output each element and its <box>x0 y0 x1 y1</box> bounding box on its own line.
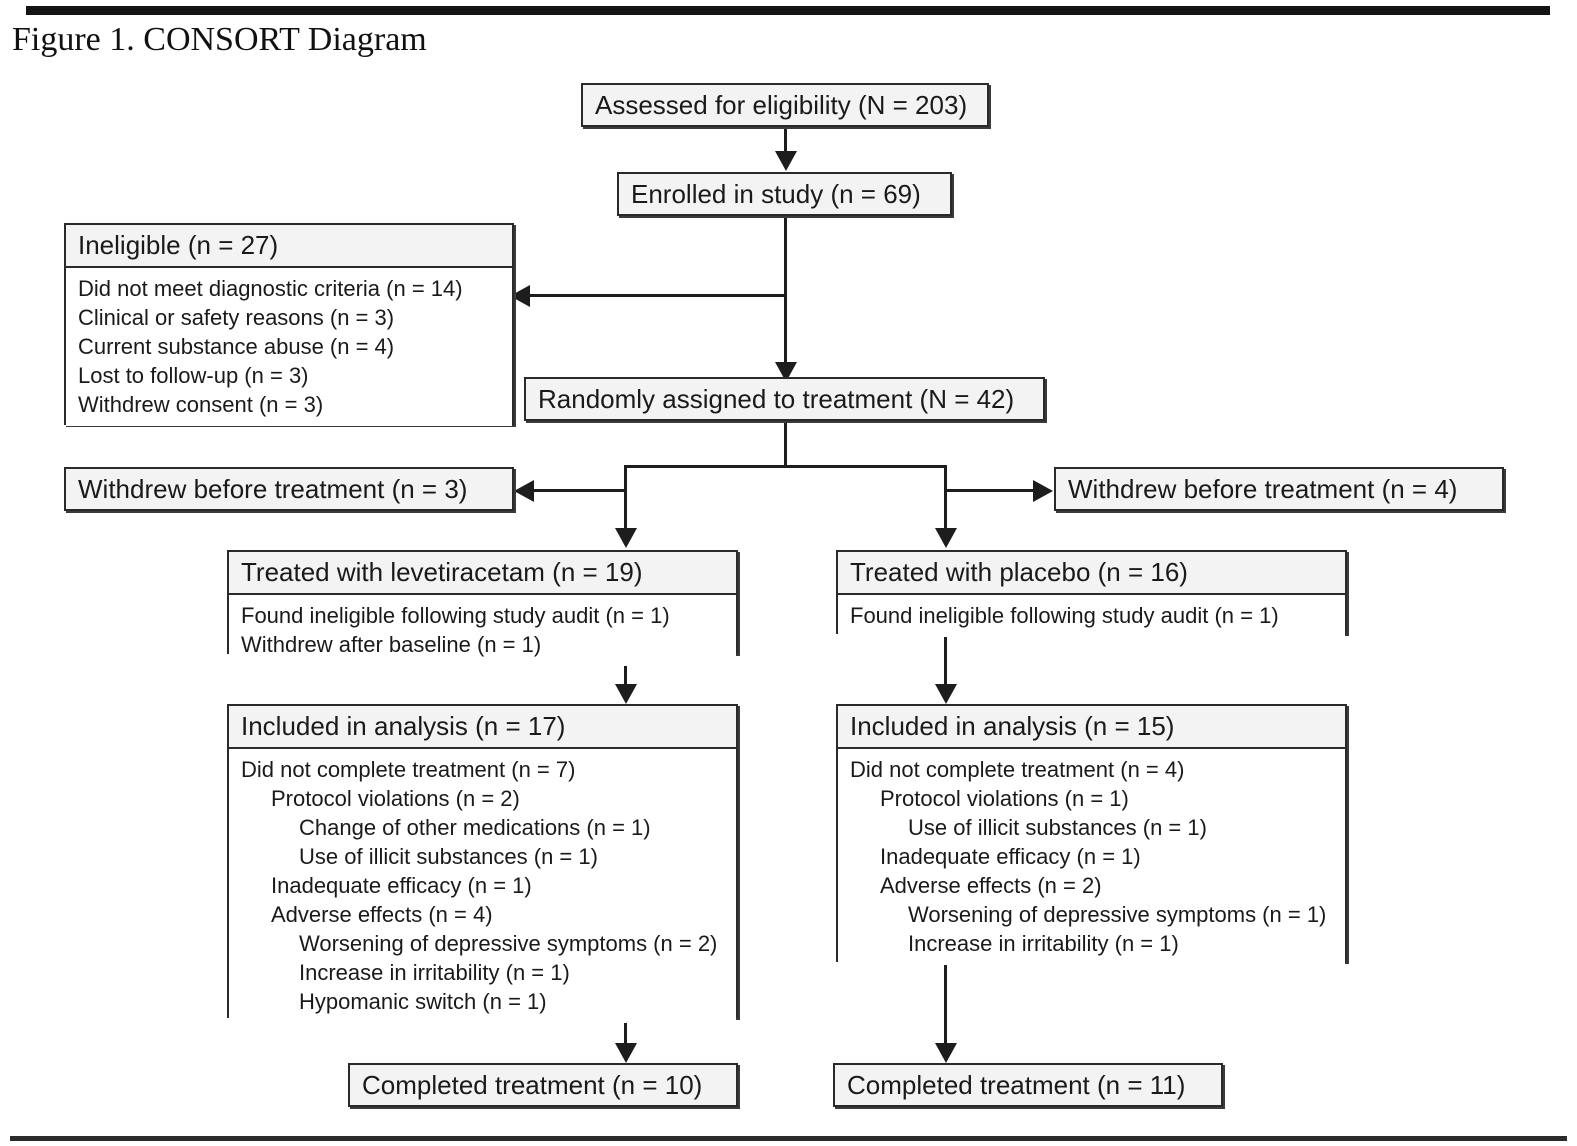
list-item: Use of illicit substances (n = 1) <box>299 844 598 869</box>
node-analysis-pbo-body: Did not complete treatment (n = 4) Proto… <box>838 749 1345 965</box>
list-item: Inadequate efficacy (n = 1) <box>271 873 532 898</box>
connector-pbo-to-completed <box>944 962 947 1047</box>
node-randomly-assigned[interactable]: Randomly assigned to treatment (N = 42) <box>524 377 1045 421</box>
list-item: Did not meet diagnostic criteria (n = 14… <box>78 276 463 301</box>
node-included-in-analysis-placebo[interactable]: Included in analysis (n = 15) Did not co… <box>836 704 1347 965</box>
list-item: Inadequate efficacy (n = 1) <box>880 844 1141 869</box>
arrowhead-treated-lev <box>615 528 637 548</box>
connector-lev-to-completed <box>624 1017 627 1047</box>
node-analysis-lev-header: Included in analysis (n = 17) <box>229 706 736 749</box>
list-item: Increase in irritability (n = 1) <box>299 960 570 985</box>
connector-left-drop <box>624 465 627 532</box>
node-treated-pbo-body: Found ineligible following study audit (… <box>838 595 1345 637</box>
list-item: Found ineligible following study audit (… <box>241 603 670 628</box>
list-item: Adverse effects (n = 2) <box>880 873 1102 898</box>
arrowhead-completed-lev <box>615 1043 637 1063</box>
bottom-rule <box>10 1136 1567 1141</box>
arrowhead-enrolled <box>775 151 797 171</box>
node-assessed-label: Assessed for eligibility (N = 203) <box>595 90 968 120</box>
arrowhead-analysis-pbo <box>935 684 957 704</box>
connector-pbo-to-analysis <box>944 634 947 688</box>
node-randomized-label: Randomly assigned to treatment (N = 42) <box>538 384 1015 414</box>
node-withdrew-left-label: Withdrew before treatment (n = 3) <box>78 474 468 504</box>
node-withdrew-before-treatment-left[interactable]: Withdrew before treatment (n = 3) <box>64 467 514 511</box>
node-included-in-analysis-levetiracetam[interactable]: Included in analysis (n = 17) Did not co… <box>227 704 738 1023</box>
list-item: Withdrew after baseline (n = 1) <box>241 632 542 657</box>
node-withdrew-before-treatment-right[interactable]: Withdrew before treatment (n = 4) <box>1054 467 1504 511</box>
connector-lev-to-analysis <box>624 653 627 688</box>
list-item: Worsening of depressive symptoms (n = 2) <box>299 931 718 956</box>
node-withdrew-right-label: Withdrew before treatment (n = 4) <box>1068 474 1458 504</box>
list-item: Use of illicit substances (n = 1) <box>908 815 1207 840</box>
node-assessed-for-eligibility[interactable]: Assessed for eligibility (N = 203) <box>581 83 989 127</box>
list-item: Did not complete treatment (n = 7) <box>241 757 576 782</box>
node-treated-lev-header: Treated with levetiracetam (n = 19) <box>229 552 736 595</box>
list-item: Clinical or safety reasons (n = 3) <box>78 305 395 330</box>
connector-to-ineligible <box>528 294 786 297</box>
list-item: Current substance abuse (n = 4) <box>78 334 395 359</box>
arrowhead-ineligible <box>510 285 530 307</box>
node-treated-with-placebo[interactable]: Treated with placebo (n = 16) Found inel… <box>836 550 1347 637</box>
list-item: Worsening of depressive symptoms (n = 1) <box>908 902 1327 927</box>
list-item: Withdrew consent (n = 3) <box>78 392 324 417</box>
top-rule <box>26 6 1550 15</box>
list-item: Protocol violations (n = 2) <box>271 786 520 811</box>
connector-enrolled-trunk <box>784 214 787 371</box>
connector-assessed-to-enrolled <box>784 125 787 153</box>
node-ineligible-body: Did not meet diagnostic criteria (n = 14… <box>66 268 512 426</box>
list-item: Did not complete treatment (n = 4) <box>850 757 1185 782</box>
list-item: Hypomanic switch (n = 1) <box>299 989 547 1014</box>
node-completed-treatment-placebo[interactable]: Completed treatment (n = 11) <box>833 1063 1223 1107</box>
arrowhead-treated-pbo <box>935 528 957 548</box>
node-treated-pbo-header: Treated with placebo (n = 16) <box>838 552 1345 595</box>
list-item: Found ineligible following study audit (… <box>850 603 1279 628</box>
connector-to-withdrew-right <box>944 489 1034 492</box>
connector-to-withdrew-left <box>534 489 626 492</box>
node-enrolled-in-study[interactable]: Enrolled in study (n = 69) <box>617 172 952 216</box>
arrowhead-completed-pbo <box>935 1043 957 1063</box>
node-analysis-pbo-header: Included in analysis (n = 15) <box>838 706 1345 749</box>
arrowhead-withdrew-right <box>1033 480 1053 502</box>
arrowhead-analysis-lev <box>615 684 637 704</box>
connector-right-drop <box>944 465 947 532</box>
list-item: Lost to follow-up (n = 3) <box>78 363 309 388</box>
node-ineligible[interactable]: Ineligible (n = 27) Did not meet diagnos… <box>64 223 514 426</box>
node-analysis-lev-body: Did not complete treatment (n = 7) Proto… <box>229 749 736 1023</box>
node-ineligible-header: Ineligible (n = 27) <box>66 225 512 268</box>
node-treated-with-levetiracetam[interactable]: Treated with levetiracetam (n = 19) Foun… <box>227 550 738 666</box>
node-completed-treatment-levetiracetam[interactable]: Completed treatment (n = 10) <box>348 1063 738 1107</box>
node-treated-lev-body: Found ineligible following study audit (… <box>229 595 736 666</box>
connector-randomized-stem <box>784 419 787 467</box>
node-enrolled-label: Enrolled in study (n = 69) <box>631 179 921 209</box>
connector-split-bus <box>624 465 946 468</box>
node-completed-lev-label: Completed treatment (n = 10) <box>362 1070 703 1100</box>
figure-title: Figure 1. CONSORT Diagram <box>12 21 427 58</box>
list-item: Adverse effects (n = 4) <box>271 902 493 927</box>
arrowhead-withdrew-left <box>514 480 534 502</box>
list-item: Protocol violations (n = 1) <box>880 786 1129 811</box>
list-item: Change of other medications (n = 1) <box>299 815 651 840</box>
list-item: Increase in irritability (n = 1) <box>908 931 1179 956</box>
node-completed-pbo-label: Completed treatment (n = 11) <box>847 1070 1186 1100</box>
